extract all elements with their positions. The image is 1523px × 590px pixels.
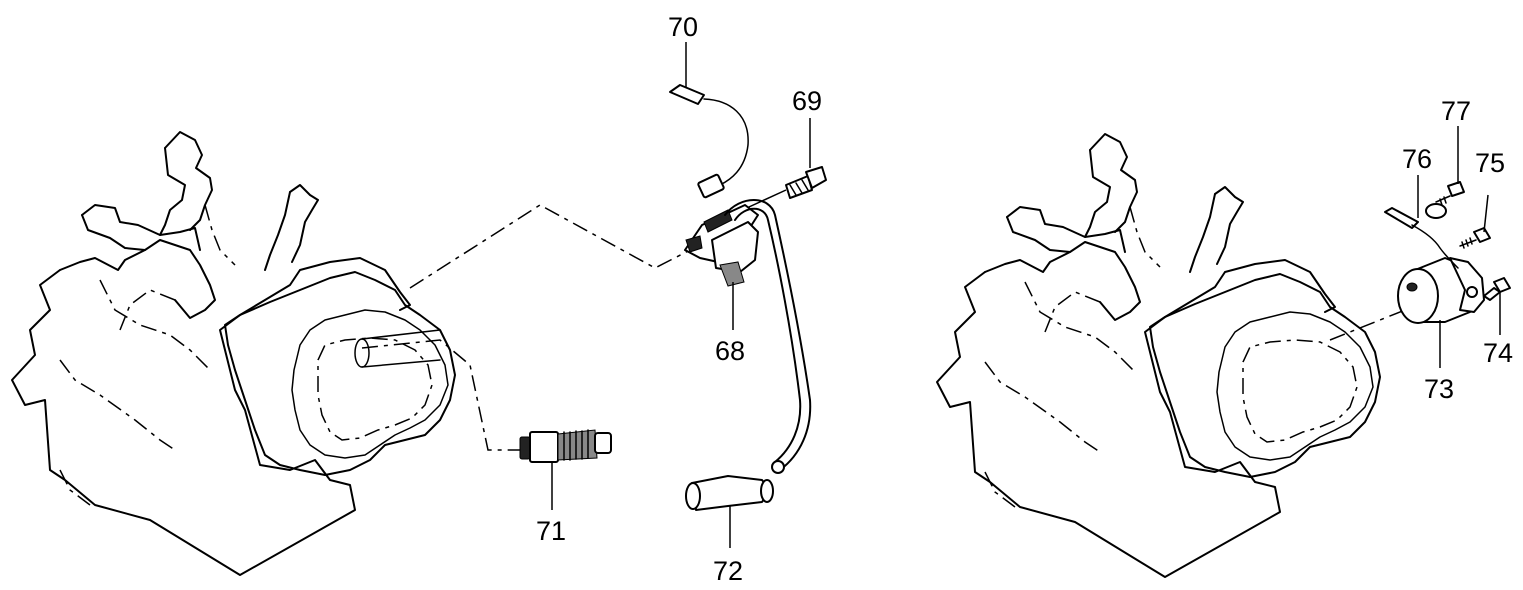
callout-73: 73 [1424,374,1454,404]
callout-68: 68 [715,336,745,366]
screw-75 [1459,194,1491,249]
assembly-line-starter [1329,309,1406,341]
callout-70: 70 [668,12,698,42]
callout-71: 71 [536,516,566,546]
high-tension-lead [685,199,812,548]
engine-block-left [11,131,456,576]
screw-74 [1483,277,1511,335]
callout-69: 69 [792,86,822,116]
terminal-lead [1384,175,1459,269]
spark-plug [519,429,612,510]
stop-wire [669,42,749,199]
engine-block-right [936,133,1381,578]
callout-75: 75 [1475,148,1505,178]
callout-74: 74 [1483,338,1513,368]
callout-72: 72 [713,556,743,586]
screw-77 [1435,126,1465,206]
bolt-69 [737,118,827,213]
assembly-line-coil [409,204,701,289]
ignition-coil [684,204,759,330]
assembly-line-plug [361,339,525,451]
starter-solenoid [1397,257,1485,368]
callout-77: 77 [1441,96,1471,126]
callout-76: 76 [1402,144,1432,174]
